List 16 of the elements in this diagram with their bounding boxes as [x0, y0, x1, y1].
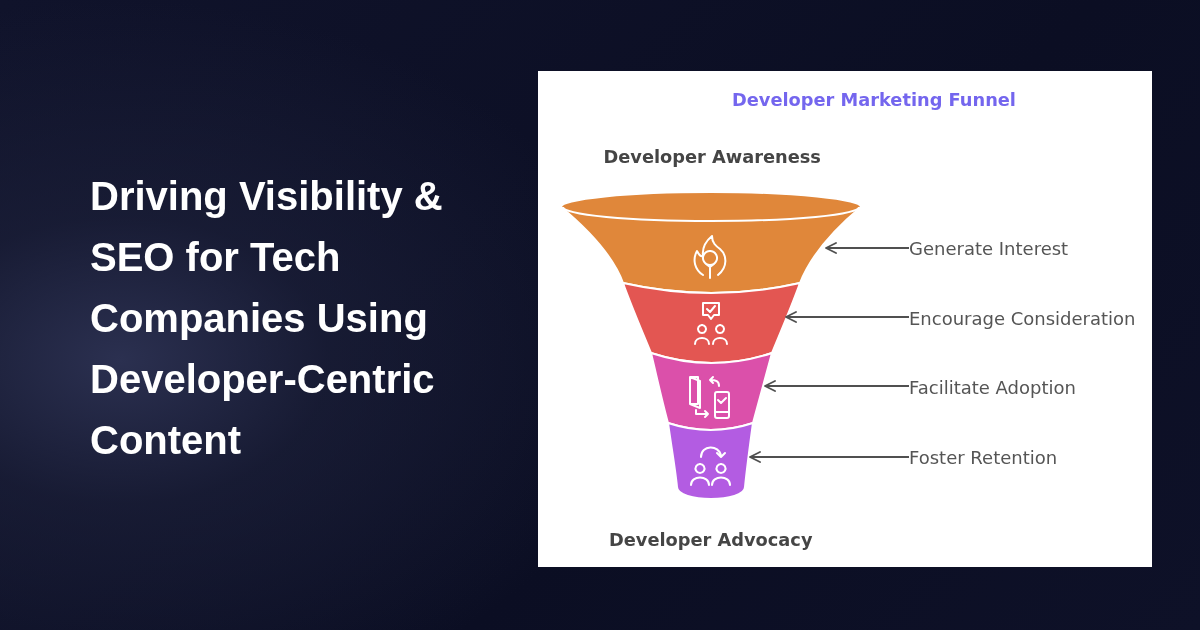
funnel-stage [668, 423, 753, 501]
funnel-stage [623, 283, 800, 363]
funnel-stage [651, 353, 772, 430]
funnel-top-label: Developer Awareness [603, 145, 821, 167]
stage-label: Foster Retention [909, 445, 1058, 469]
headline: Driving Visibility & SEO for Tech Companies Using Developer-Centric Content [90, 173, 444, 464]
stage-label: Generate Interest [909, 236, 1069, 260]
funnel-bottom-label: Developer Advocacy [609, 528, 813, 550]
funnel-stage [561, 192, 861, 293]
arrow [825, 242, 910, 254]
stage-label: Encourage Consideration [909, 306, 1136, 330]
arrow [749, 451, 910, 463]
arrow [764, 380, 910, 392]
funnel-label: Developer Marketing Funnel [732, 88, 1016, 110]
stage-label: Facilitate Adoption [909, 375, 1076, 399]
arrow [785, 311, 910, 323]
